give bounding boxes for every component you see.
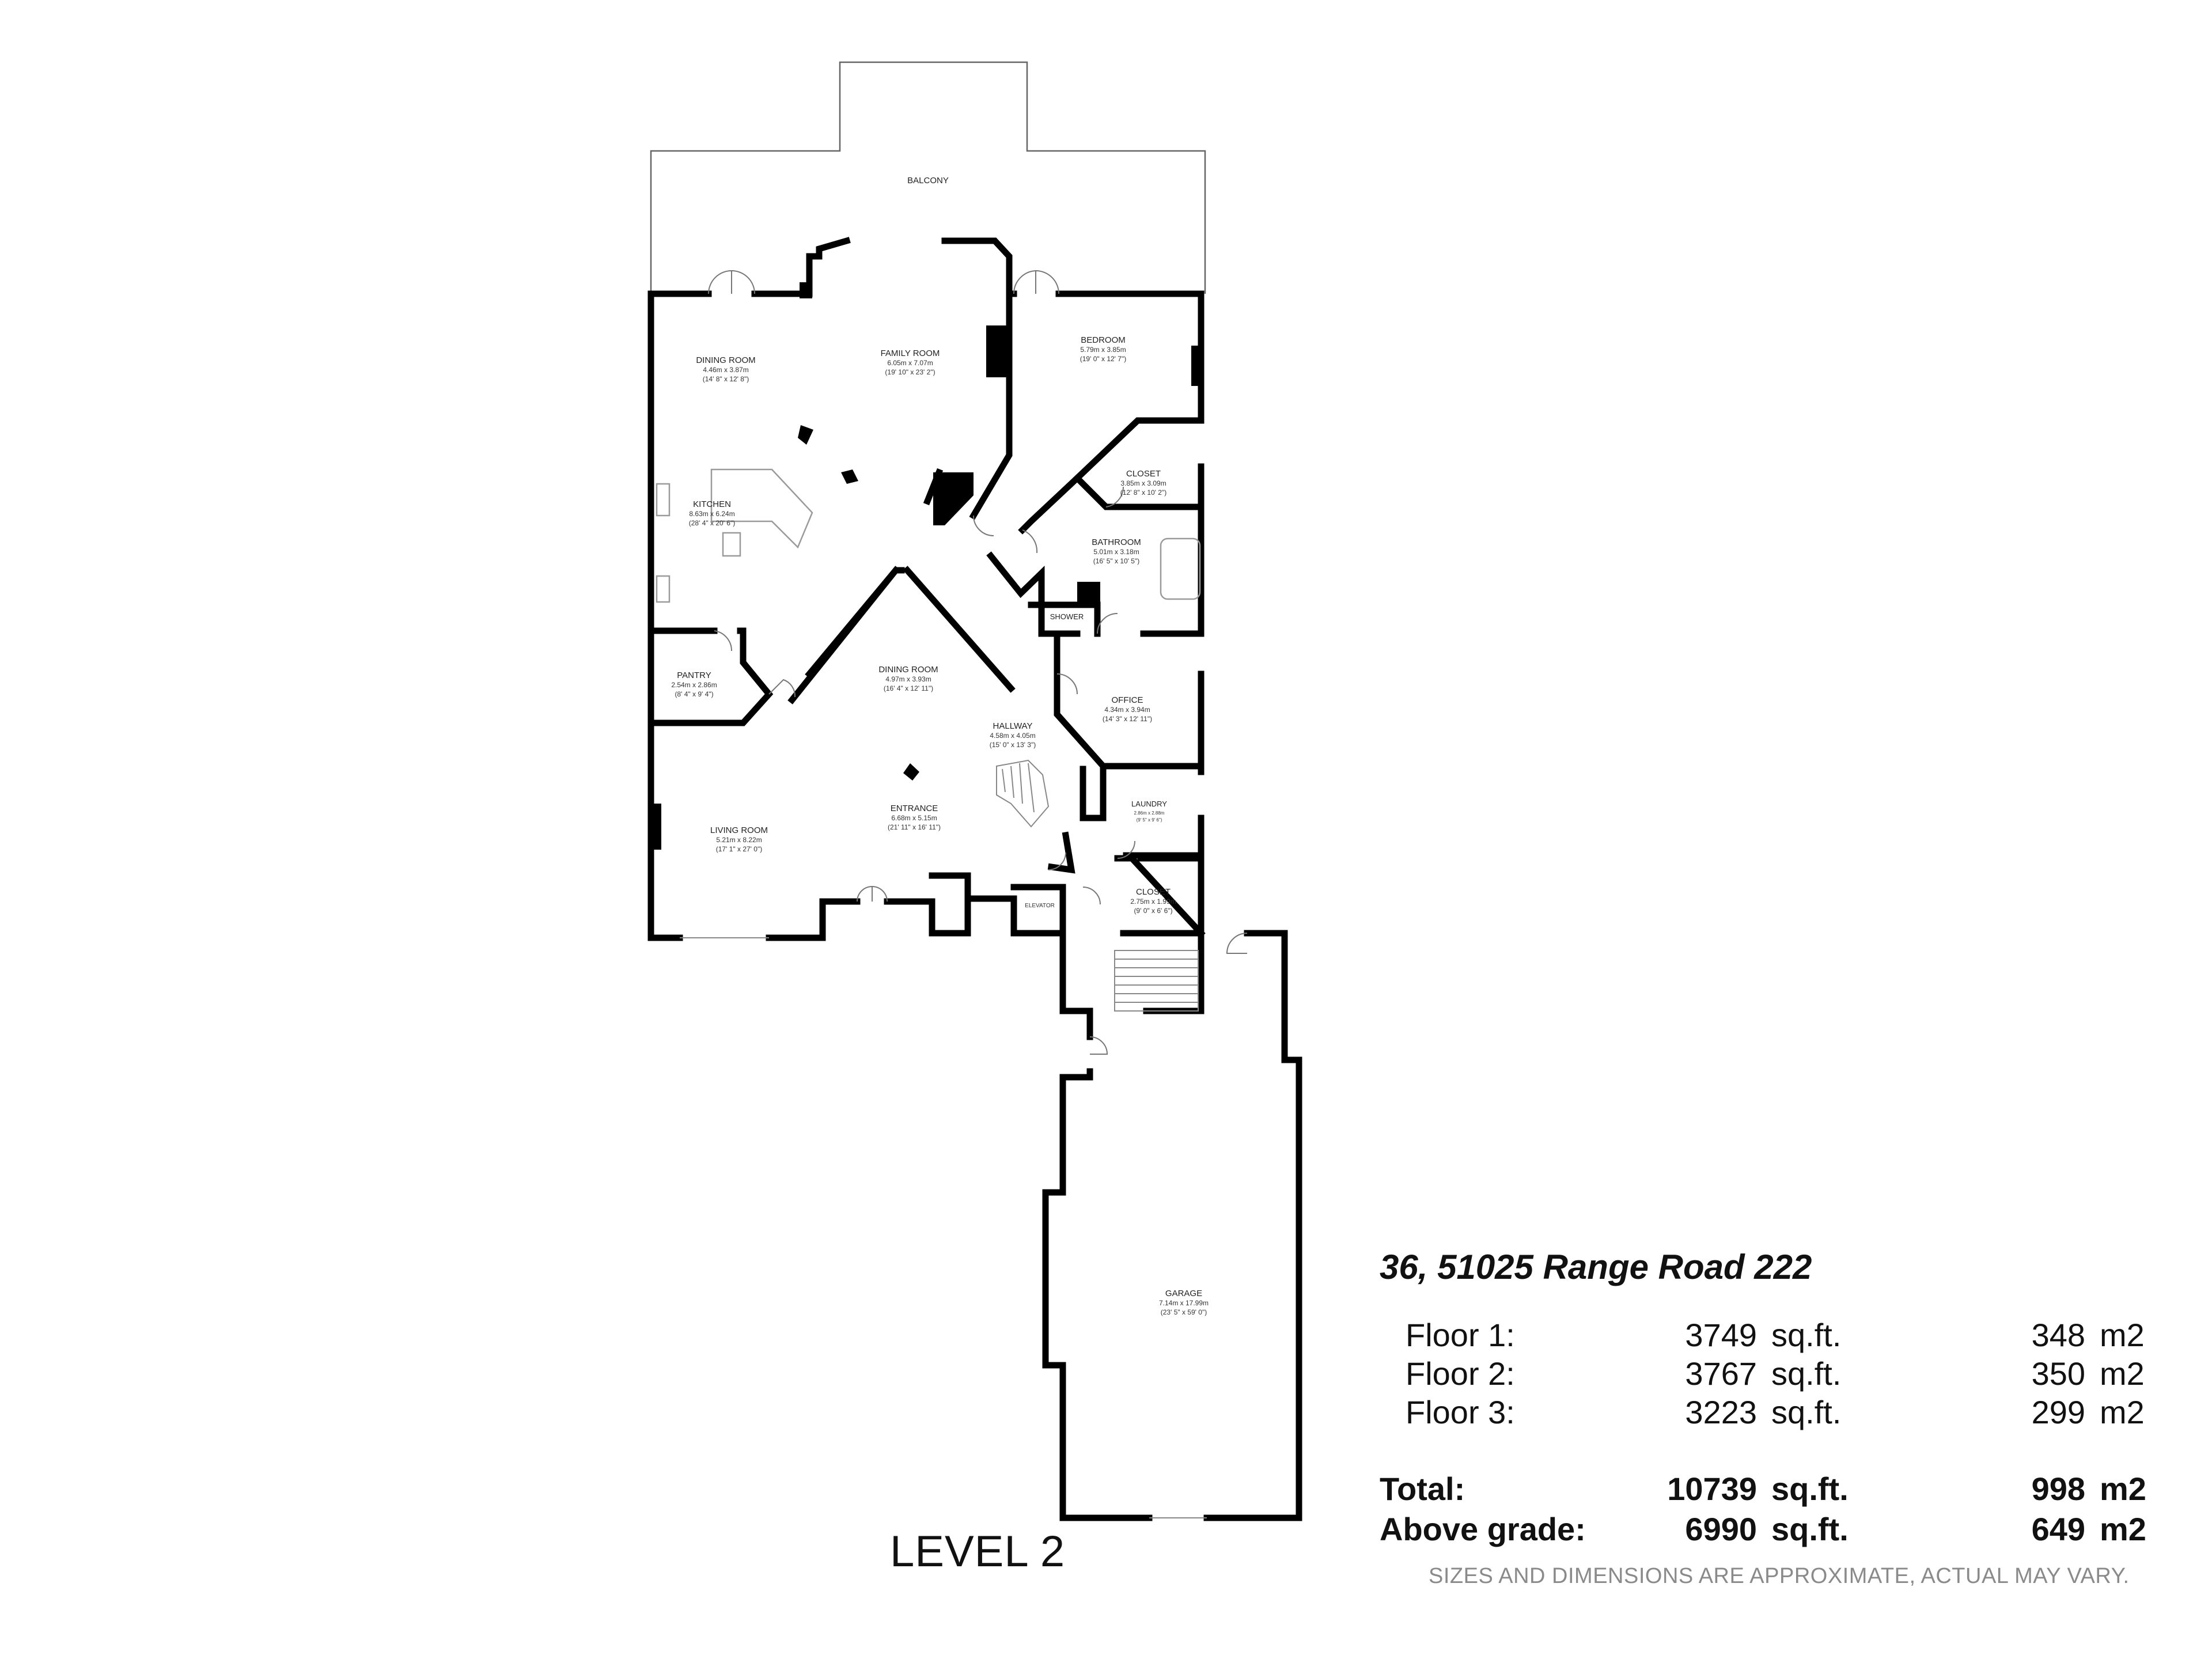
laundry-closet-wall bbox=[1123, 852, 1205, 862]
garage-wall-inner bbox=[1120, 930, 1205, 1014]
door-swings bbox=[680, 270, 1248, 1518]
office-wall bbox=[1054, 636, 1205, 770]
bathroom-wall bbox=[986, 474, 1082, 637]
room-dims: 2.75m x 1.99m bbox=[1130, 897, 1176, 906]
room-labels: BALCONY DINING ROOM 4.46m x 3.87m (14' 8… bbox=[671, 176, 1209, 1316]
room-name: DINING ROOM bbox=[696, 355, 755, 365]
property-address: 36, 51025 Range Road 222 bbox=[1380, 1248, 1812, 1286]
room-name: PANTRY bbox=[677, 671, 711, 680]
room-dims: (15' 0" x 13' 3") bbox=[990, 741, 1036, 749]
room-dims: (9' 0" x 6' 6") bbox=[1134, 907, 1172, 915]
room-dims: 4.58m x 4.05m bbox=[990, 732, 1035, 740]
room-name: KITCHEN bbox=[693, 499, 731, 509]
room-dims: (14' 8" x 12' 8") bbox=[703, 375, 749, 383]
room-name: CLOSET bbox=[1136, 887, 1171, 897]
room-dims: (19' 10" x 23' 2") bbox=[885, 368, 935, 376]
room-name: DINING ROOM bbox=[878, 665, 938, 675]
central-stairs bbox=[996, 759, 1050, 828]
room-dims: (19' 0" x 12' 7") bbox=[1080, 355, 1126, 363]
room-dims: (16' 4" x 12' 11") bbox=[884, 684, 933, 692]
room-name: BATHROOM bbox=[1092, 537, 1141, 547]
room-dims: 3.85m x 3.09m bbox=[1120, 479, 1166, 487]
room-name: BEDROOM bbox=[1081, 335, 1126, 345]
room-dims: (28' 4" x 20' 6") bbox=[689, 519, 735, 527]
room-name: FAMILY ROOM bbox=[881, 349, 940, 358]
room-name: BALCONY bbox=[907, 176, 949, 185]
room-dims: 5.79m x 3.85m bbox=[1080, 346, 1126, 354]
room-dims: (12' 8" x 10' 2") bbox=[1120, 488, 1166, 497]
room-name: HALLWAY bbox=[993, 721, 1033, 731]
stairs bbox=[1114, 950, 1199, 1012]
room-dims: 8.63m x 6.24m bbox=[689, 510, 734, 518]
room-dims: 2.86m x 2.88m bbox=[1134, 810, 1165, 816]
garage-wall-east bbox=[1203, 930, 1302, 1521]
room-name: ENTRANCE bbox=[891, 804, 938, 813]
room-dims: (14' 3" x 12' 11") bbox=[1103, 715, 1152, 723]
room-name: GARAGE bbox=[1165, 1289, 1202, 1298]
room-name: SHOWER bbox=[1050, 612, 1084, 621]
room-dims: 5.21m x 8.22m bbox=[716, 836, 762, 844]
room-dims: 2.54m x 2.86m bbox=[671, 681, 717, 689]
bathtub bbox=[1160, 537, 1201, 600]
room-dims: 4.46m x 3.87m bbox=[703, 366, 748, 374]
room-dims: (16' 5" x 10' 5") bbox=[1093, 557, 1139, 565]
room-name: CLOSET bbox=[1126, 469, 1161, 479]
elevator-wall bbox=[929, 872, 1066, 937]
room-dims: 6.68m x 5.15m bbox=[891, 814, 937, 822]
kitchen-sink bbox=[722, 532, 741, 557]
balcony-outline bbox=[650, 61, 1206, 294]
pantry-wall bbox=[647, 627, 774, 726]
room-dims: 4.97m x 3.93m bbox=[885, 675, 931, 683]
room-name: ELEVATOR bbox=[1025, 903, 1055, 909]
room-dims: (9' 5" x 9' 6") bbox=[1137, 817, 1162, 823]
exterior-walls bbox=[647, 237, 1205, 941]
room-dims: (23' 5" x 59' 0") bbox=[1161, 1308, 1207, 1316]
room-dims: 6.05m x 7.07m bbox=[887, 359, 933, 367]
room-dims: 5.01m x 3.18m bbox=[1093, 548, 1139, 556]
room-dims: 4.34m x 3.94m bbox=[1104, 706, 1150, 714]
chevron-inner bbox=[805, 566, 900, 679]
room-name: LAUNDRY bbox=[1131, 800, 1167, 808]
garage-wall bbox=[1042, 930, 1153, 1521]
room-dims: (8' 4" x 9' 4") bbox=[675, 690, 713, 698]
room-name: LIVING ROOM bbox=[710, 825, 768, 835]
stair-wall bbox=[1047, 766, 1107, 874]
room-name: OFFICE bbox=[1112, 695, 1143, 705]
room-dims: (21' 11" x 16' 11") bbox=[888, 823, 941, 831]
room-dims: (17' 1" x 27' 0") bbox=[716, 845, 762, 853]
kitchen-island bbox=[710, 468, 813, 549]
room-dims: 7.14m x 17.99m bbox=[1159, 1299, 1209, 1307]
level-label: LEVEL 2 bbox=[890, 1527, 1066, 1576]
disclaimer: SIZES AND DIMENSIONS ARE APPROXIMATE, AC… bbox=[1429, 1564, 2130, 1588]
